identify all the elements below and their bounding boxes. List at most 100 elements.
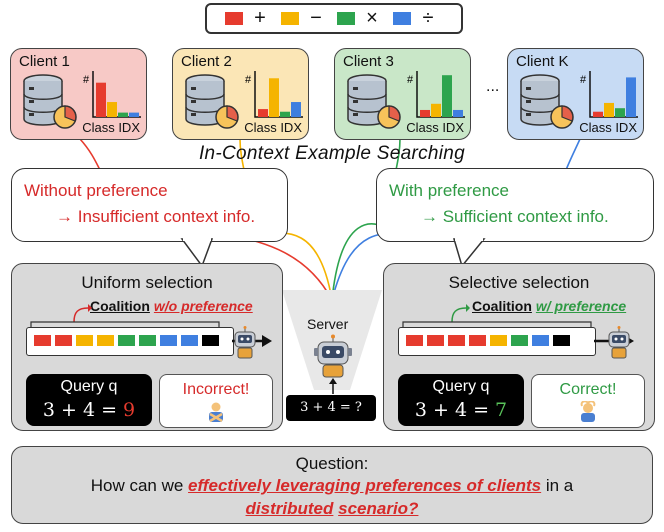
result-text: Correct! [559,381,617,398]
coalition-text: Coalition [90,298,150,314]
histogram-bar [129,112,139,117]
robot-icon [608,326,630,359]
line-c1-bubble [79,138,101,171]
client-k-card: Client K # Class IDX [507,48,644,140]
histogram-ylabel: # [245,74,252,86]
class-idx-label: Class IDX [579,120,637,135]
histogram-bar [96,82,106,117]
with-preference-bubble: With preference → Sufficient context inf… [376,168,654,242]
legend-swatch-plus [225,12,243,25]
histogram-bar [626,77,636,117]
example-segment [97,335,114,346]
query-expr: 3 + 4 = [42,399,117,421]
result-box: Incorrect! [159,374,273,428]
result-box: Correct! [531,374,645,428]
panel-title: Uniform selection [81,273,213,292]
legend-op-times: × [366,7,378,29]
example-segment [160,335,177,346]
query-answer: 7 [495,399,508,421]
legend-op-minus: − [310,7,322,29]
ellipsis: ... [486,78,500,95]
class-histogram: # [407,71,465,118]
histogram-bar [453,109,463,117]
query-box: Query q 3 + 4 = 9 [26,374,152,426]
server-funnel [282,290,382,390]
bubble-line-2: → Insufficient context info. [56,207,256,226]
question-highlight-2a: distributed [245,499,334,518]
class-idx-label: Class IDX [406,120,464,135]
client-1-card: Client 1 # Class IDX [10,48,147,140]
histogram-bar [258,109,268,117]
bubble-line-1: Without preference [24,181,168,200]
question-box: Question: How can we effectively leverag… [11,446,653,524]
client-name: Client K [516,53,569,70]
example-segment [532,335,549,346]
person-ok-icon [580,401,596,422]
server-query-box: 3 + 4 = ? [286,395,376,421]
class-histogram: # [580,71,638,118]
client-name: Client 1 [19,53,70,70]
coalition-bracket [30,321,220,328]
query-box: Query q 3 + 4 = 7 [398,374,524,426]
query-label: Query q [60,378,118,395]
histogram-bar [269,78,279,117]
histogram-bar [280,111,290,117]
preference-text: w/o preference [153,298,253,314]
class-histogram: # [245,71,303,118]
section-title: In-Context Example Searching [198,143,466,164]
histogram-bar [593,111,603,117]
client-3-card: Client 3 # Class IDX [334,48,471,140]
coalition-text: Coalition [472,298,532,314]
client-name: Client 3 [343,53,394,70]
line-c2-bubble [239,138,245,171]
example-segment [511,335,528,346]
example-segment [118,335,135,346]
class-idx-label: Class IDX [82,120,140,135]
result-text: Incorrect! [182,381,250,398]
database-icon [520,74,574,129]
without-preference-bubble: Without preference → Insufficient contex… [11,168,288,242]
coalition-arrow-icon [73,304,92,323]
line-c3-bubble [395,138,401,171]
histogram-bar [107,102,117,117]
question-prefix: How can we [90,476,189,495]
class-idx-label: Class IDX [244,120,302,135]
example-segment [490,335,507,346]
example-segment [427,335,444,346]
client-name: Client 2 [181,53,232,70]
histogram-ylabel: # [83,74,90,86]
legend-op-plus: + [254,7,266,29]
database-icon [23,74,77,129]
panel-title: Selective selection [448,273,590,292]
example-segment [448,335,465,346]
bubble-line-2: → Sufficient context info. [421,207,609,226]
example-segment [139,335,156,346]
histogram-bar [604,102,614,117]
operator-legend: + − × ÷ [205,3,463,34]
line-ck-bubble [565,138,581,171]
query-label: Query q [432,378,490,395]
question-line-1: How can we effectively leveraging prefer… [12,476,652,496]
server-label: Server [307,316,349,332]
question-line-2: distributed scenario? [12,499,652,519]
preference-text: w/ preference [535,298,627,314]
histogram-bar [442,75,452,117]
histogram-ylabel: # [407,74,414,86]
example-sequence [398,327,596,356]
question-mid: in a [541,476,574,495]
coalition-bracket [402,321,592,328]
example-segment [181,335,198,346]
coalition-arrow-icon [451,304,470,323]
query-expression: 3 + 4 = 9 [26,399,152,421]
example-segment [553,335,570,346]
example-segment [34,335,51,346]
class-histogram: # [83,71,141,118]
histogram-bar [118,112,128,117]
legend-swatch-minus [281,12,299,25]
bubble-tail-right [452,238,486,268]
histogram-ylabel: # [580,74,587,86]
